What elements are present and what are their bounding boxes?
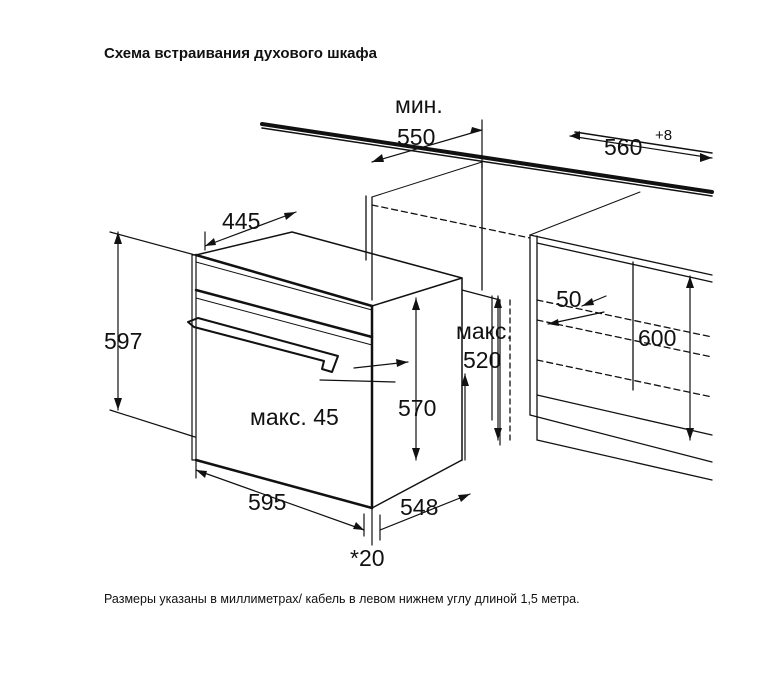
niche-cabinet (365, 161, 713, 481)
dimension-lines (109, 119, 713, 546)
label-oven-width: 595 (248, 489, 286, 515)
oven-body (191, 231, 501, 510)
label-inner-height: 570 (398, 395, 436, 421)
oven-handle (187, 317, 339, 373)
label-front-depth: 548 (400, 494, 438, 520)
label-min: мин. (395, 92, 443, 118)
label-max-45: макс. 45 (250, 404, 339, 430)
label-oven-depth-top: 445 (222, 208, 260, 234)
label-front-offset: *20 (350, 545, 385, 571)
label-max-depth: 520 (463, 347, 501, 373)
label-niche-depth: 550 (397, 124, 435, 150)
label-oven-height: 597 (104, 328, 142, 354)
label-niche-width-tolerance: +8 (655, 127, 672, 144)
dimension-arrows (114, 127, 712, 530)
label-niche-width: 560 (604, 134, 642, 160)
label-max: макс. (456, 318, 513, 344)
page-title: Схема встраивания духового шкафа (104, 45, 377, 62)
caption: Размеры указаны в миллиметрах/ кабель в … (104, 592, 580, 606)
label-gap: 50 (556, 286, 582, 312)
countertop (260, 122, 714, 236)
label-niche-height: 600 (638, 325, 676, 351)
